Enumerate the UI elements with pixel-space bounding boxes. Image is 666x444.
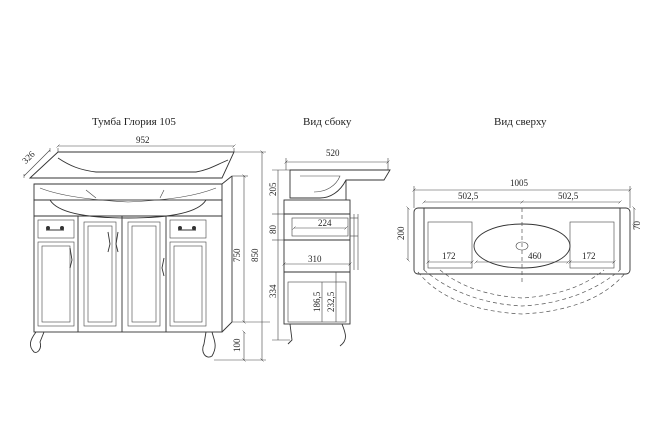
front-handles <box>46 226 196 277</box>
front-sink-bowl <box>33 183 223 219</box>
side-body <box>283 199 351 325</box>
dim-side-h2: 232,5 <box>326 291 336 312</box>
dim-side-drawer-h: 80 <box>268 225 278 235</box>
front-view-title: Тумба Глория 105 <box>92 116 176 128</box>
dim-top-half-left: 502,5 <box>458 191 479 201</box>
front-view: 952 326 750 850 100 <box>20 135 270 360</box>
dim-top-depth-left: 200 <box>396 226 406 240</box>
side-view-title: Вид сбоку <box>303 116 352 128</box>
front-basin-rim <box>57 157 229 173</box>
top-view-title: Вид сверху <box>494 116 547 128</box>
top-view: 1005 502,5 502,5 200 70 172 460 172 <box>396 178 642 315</box>
dim-top-left-w: 172 <box>442 251 456 261</box>
dim-top-mid-w: 460 <box>528 251 542 261</box>
side-drawer <box>291 217 349 237</box>
side-basin <box>289 169 391 199</box>
dim-front-height-body: 750 <box>232 248 242 262</box>
dim-side-drawer-w: 224 <box>318 218 332 228</box>
front-right-leg <box>202 331 216 358</box>
front-cabinet-body <box>33 199 223 333</box>
dim-side-lower-h: 334 <box>268 284 278 298</box>
dim-side-inner-d: 310 <box>308 254 322 264</box>
dim-top-right-w: 172 <box>582 251 596 261</box>
dim-top-half-right: 502,5 <box>558 191 579 201</box>
dim-top-depth-right: 70 <box>632 221 642 231</box>
dim-front-depth: 326 <box>20 149 37 166</box>
dim-front-width: 952 <box>136 135 150 145</box>
front-left-leg <box>29 331 45 353</box>
dim-front-height-total: 850 <box>250 248 260 262</box>
side-view: 520 205 80 334 224 310 186,5 232,5 <box>268 148 391 347</box>
dim-top-total: 1005 <box>510 178 529 188</box>
dim-side-top-h: 205 <box>268 182 278 196</box>
dim-side-depth: 520 <box>326 148 340 158</box>
front-basin-top <box>28 151 235 179</box>
dim-side-h1: 186,5 <box>312 291 322 312</box>
dim-front-leg: 100 <box>232 338 242 352</box>
